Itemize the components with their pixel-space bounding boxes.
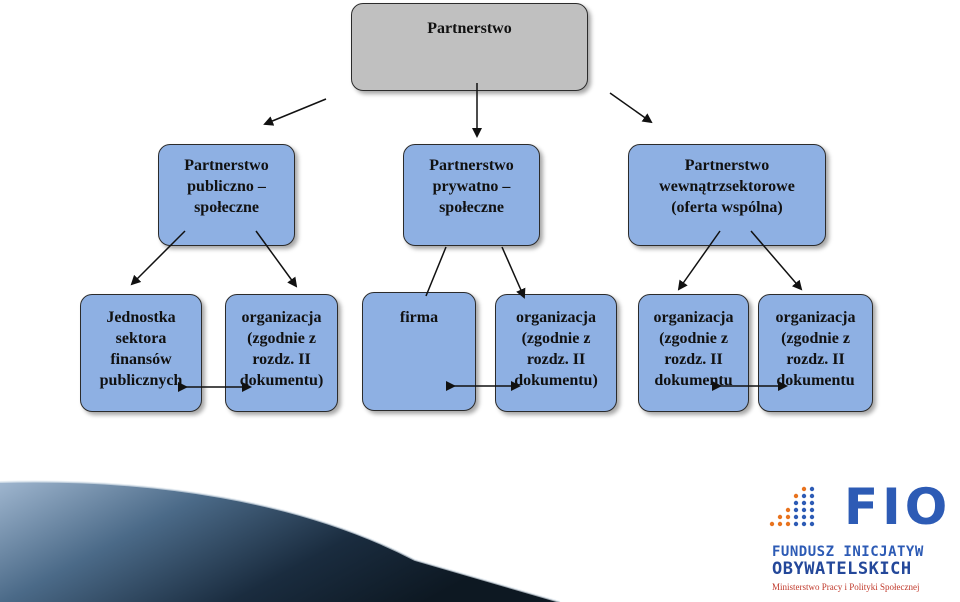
node-organizacja-2: organizacja (zgodnie z rozdz. II dokumen… — [495, 294, 617, 412]
node-label: Partnerstwo prywatno – społeczne — [429, 157, 514, 216]
node-organizacja-3: organizacja (zgodnie z rozdz. II dokumen… — [638, 294, 749, 412]
node-label: organizacja (zgodnie z rozdz. II dokumen… — [514, 309, 598, 389]
node-partnerstwo-wewnatrzsektorowe: Partnerstwo wewnątrzsektorowe (oferta ws… — [628, 144, 826, 246]
logo-line-1: FUNDUSZ INICJATYW — [772, 544, 924, 560]
node-partnerstwo-label: Partnerstwo — [427, 20, 512, 37]
node-partnerstwo-prywatno-spoleczne: Partnerstwo prywatno – społeczne — [403, 144, 540, 246]
node-label: Partnerstwo wewnątrzsektorowe (oferta ws… — [659, 157, 795, 216]
node-firma: firma — [362, 292, 476, 411]
node-partnerstwo-publiczno-spoleczne: Partnerstwo publiczno – społeczne — [158, 144, 295, 246]
node-label: firma — [399, 309, 439, 326]
node-label: Jednostka sektora finansów publicznych — [99, 309, 183, 389]
logo-mark: FIO — [844, 478, 952, 536]
node-label: organizacja (zgodnie z rozdz. II dokumen… — [239, 309, 324, 389]
fio-logo: FIO FUNDUSZ INICJATYW OBYWATELSKICH Mini… — [766, 480, 960, 602]
node-organizacja-1: organizacja (zgodnie z rozdz. II dokumen… — [225, 294, 338, 412]
node-partnerstwo: Partnerstwo — [351, 3, 588, 91]
node-organizacja-4: organizacja (zgodnie z rozdz. II dokumen… — [758, 294, 873, 412]
logo-ministry: Ministerstwo Pracy i Polityki Społecznej — [772, 582, 920, 592]
node-label: organizacja (zgodnie z rozdz. II dokumen… — [775, 309, 856, 389]
logo-line-2: OBYWATELSKICH — [772, 559, 912, 579]
node-jednostka-sektora: Jednostka sektora finansów publicznych — [80, 294, 202, 412]
node-label: Partnerstwo publiczno – społeczne — [184, 157, 269, 216]
dots-icon — [769, 486, 815, 527]
